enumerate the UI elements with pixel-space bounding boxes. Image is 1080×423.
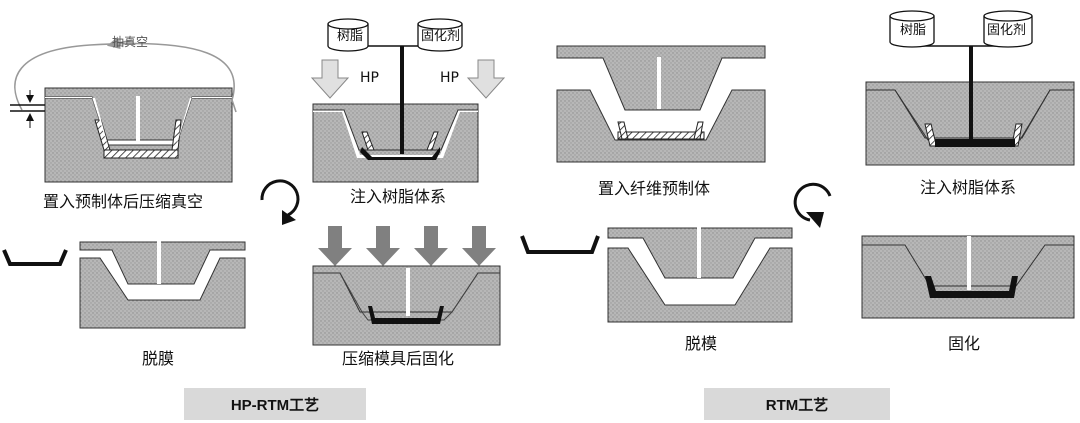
vacuum-pipe-icon [10, 90, 45, 128]
hp-rtm-process-name: HP-RTM工艺 [230, 396, 320, 414]
hp-demold-part-icon [2, 249, 68, 266]
rtm-hardener-label: 固化剂 [987, 23, 1027, 38]
rtm-step1-mold [556, 45, 766, 163]
hp-step-demold-label: 脱膜 [142, 349, 175, 368]
rtm-step2-mold [865, 45, 1075, 166]
rtm-resin-tank-icon [889, 10, 935, 48]
hp-resin-label: 树脂 [337, 29, 364, 44]
hp-step3-mold [79, 240, 246, 329]
rtm-process-name: RTM工艺 [765, 396, 829, 414]
hp-rtm-process-badge: HP-RTM工艺 [184, 388, 366, 420]
hp-left-label: HP [360, 70, 379, 86]
hp-hardener-tank-icon [417, 18, 463, 52]
hp-step-vacuum-label: 置入预制体后压缩真空 [43, 192, 204, 211]
rtm-process-badge: RTM工艺 [704, 388, 890, 420]
hp-step-inject-label: 注入树脂体系 [350, 187, 447, 206]
vacuum-arrow-icon [106, 36, 133, 50]
rtm-step4-mold [861, 235, 1075, 319]
rtm-step-inject-label: 注入树脂体系 [920, 178, 1017, 197]
hp-step-press-cure-label: 压缩模具后固化 [342, 349, 455, 368]
rtm-step3-mold [607, 226, 793, 323]
rtm-demold-part-icon [520, 235, 600, 254]
hp-step1-mold [44, 87, 233, 183]
hp-press-arrows-icon [318, 226, 496, 266]
rtm-hardener-tank-icon [983, 10, 1033, 48]
hp-step4-mold [312, 265, 501, 346]
vacuum-loop-line [14, 42, 235, 111]
hp-hardener-label: 固化剂 [421, 29, 461, 44]
vacuum-label: 抽真空 [112, 35, 149, 49]
rtm-step-demold-label: 脱模 [685, 334, 718, 353]
vacuum-tail [231, 99, 237, 113]
hp-right-label: HP [440, 70, 459, 86]
rtm-resin-label: 树脂 [900, 23, 927, 38]
rtm-cycle-arrow-icon [793, 182, 832, 228]
hp-right-arrow-icon [466, 59, 506, 99]
hp-step2-mold [312, 45, 479, 183]
rtm-step-place-label: 置入纤维预制体 [598, 179, 711, 198]
hp-cycle-arrow-icon [260, 179, 300, 225]
rtm-step-cure-label: 固化 [948, 334, 981, 353]
hp-resin-tank-icon [327, 18, 369, 52]
hp-left-arrow-icon [310, 59, 350, 99]
